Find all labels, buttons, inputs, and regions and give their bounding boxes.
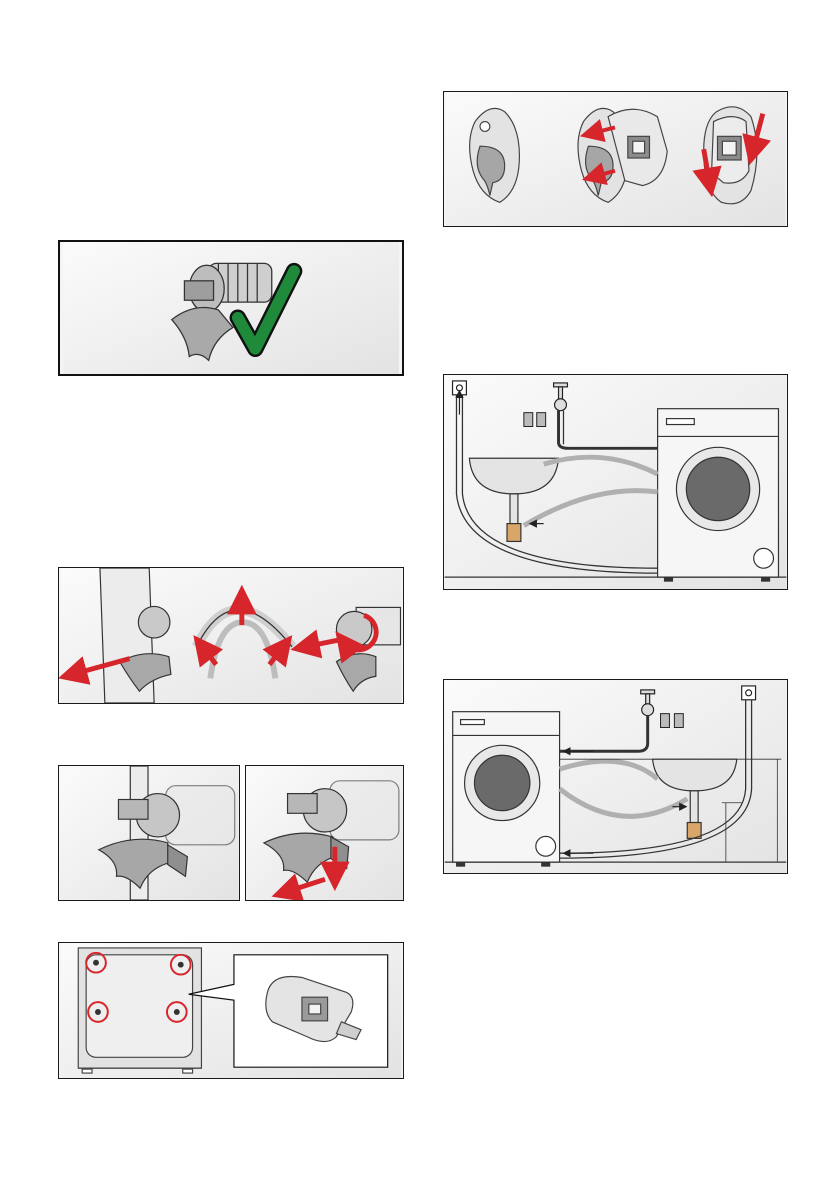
filter-cover-closed-figure [58,765,240,901]
washing-machine-icon [658,409,779,581]
filter-cover-open-illustration [246,766,403,900]
washing-machine-icon [453,712,560,866]
cover-cap-fit-figure [443,91,788,227]
filter-cover-open-figure [245,765,404,901]
power-socket-icon [742,686,756,700]
filter-cover-closed-illustration [59,766,239,900]
cover-cap-illustration [444,92,787,226]
connection-overview-sink-right-figure [443,679,788,874]
filter-accepted-figure [58,240,404,376]
transport-bolt-illustration [59,943,403,1078]
connection-overview-right-illustration [444,680,787,873]
filter-illustration [60,242,402,374]
transport-bolt-caps-figure [58,942,404,1079]
drain-pump-illustration [59,568,403,703]
connection-overview-illustration [444,375,787,589]
connection-overview-sink-left-figure [443,374,788,590]
drain-pump-removal-figure [58,567,404,704]
